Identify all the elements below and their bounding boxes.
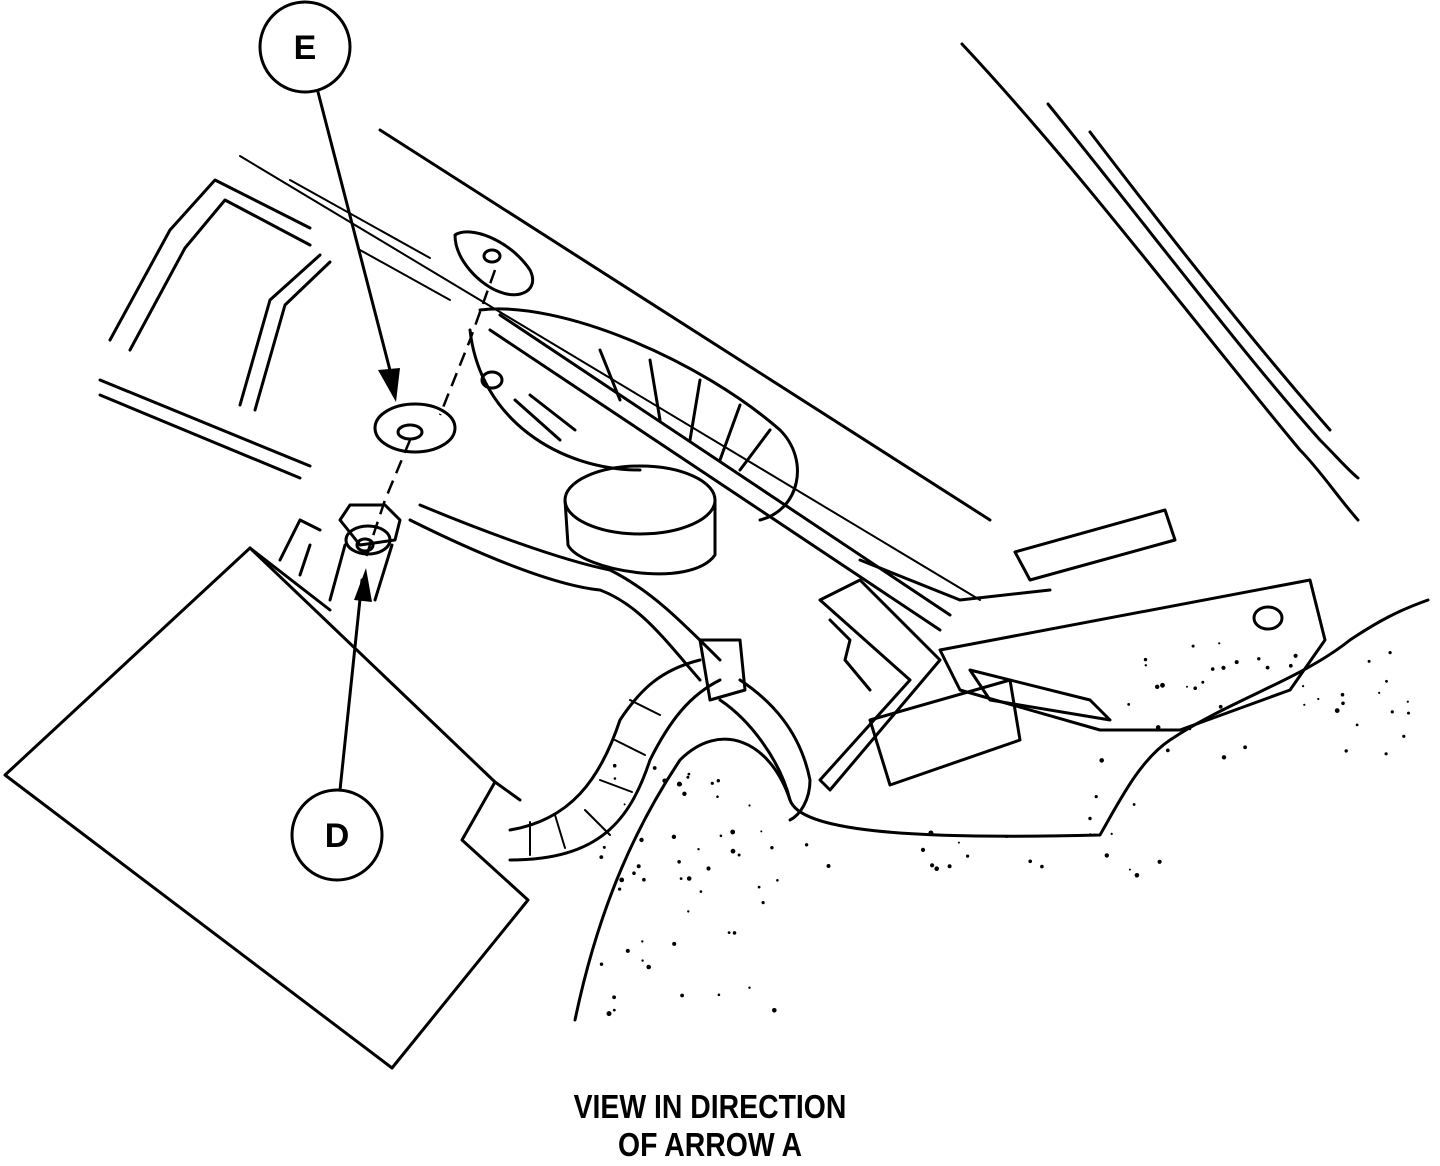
floor-surface bbox=[573, 598, 1430, 1022]
callout-e: E bbox=[258, 0, 352, 94]
arrowhead-e bbox=[378, 368, 400, 402]
body-panel-outline bbox=[960, 42, 1360, 522]
caption-line-1: VIEW IN DIRECTION bbox=[573, 1088, 847, 1125]
arrowhead-d bbox=[354, 568, 372, 602]
wiring-harness bbox=[408, 503, 812, 862]
floor-stipple bbox=[599, 642, 1410, 1017]
nut-d bbox=[278, 503, 402, 602]
callout-e-label: E bbox=[294, 29, 317, 67]
control-module bbox=[3, 546, 530, 1070]
fastener-stack bbox=[278, 269, 497, 602]
caption-line-2: OF ARROW A bbox=[618, 1126, 802, 1163]
caption: VIEW IN DIRECTION OF ARROW A bbox=[504, 1088, 917, 1164]
leader-arrows bbox=[316, 90, 400, 792]
callout-d-label: D bbox=[325, 817, 350, 855]
callout-d: D bbox=[290, 788, 384, 882]
mounting-bracket bbox=[453, 230, 952, 632]
mount-cylinder bbox=[563, 464, 717, 576]
washer-e bbox=[373, 402, 457, 454]
right-bracket-assembly bbox=[818, 508, 1327, 792]
frame-rails bbox=[98, 128, 992, 601]
